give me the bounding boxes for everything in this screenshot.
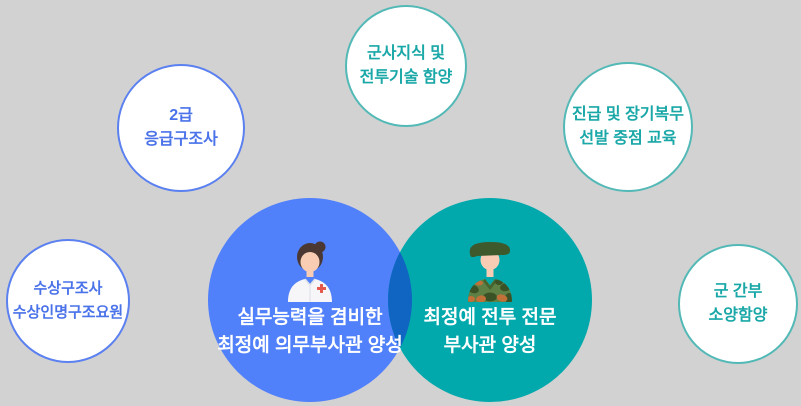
satellite-officer-culture: 군 간부 소양함양	[678, 244, 798, 364]
satellite-emt-level2: 2급 응급구조사	[117, 64, 245, 192]
satellite-emt-level2-line-1: 2급	[169, 107, 193, 124]
satellite-water-rescue-line-1: 수상구조사	[33, 280, 103, 297]
medical-label-line-1: 실무능력을 겸비한	[237, 307, 383, 328]
combat-label-line-2: 부사관 양성	[443, 335, 537, 356]
nurse-icon	[283, 240, 337, 307]
combat-circle-label: 최정예 전투 전문 부사관 양성	[360, 304, 620, 360]
satellite-officer-culture-line-1: 군 간부	[713, 283, 763, 300]
satellite-water-rescue: 수상구조사 수상인명구조요원	[6, 239, 130, 363]
satellite-promotion-line-2: 선발 중점 교육	[579, 130, 677, 147]
satellite-military-knowledge: 군사지식 및 전투기술 함양	[345, 5, 467, 127]
medical-label-line-2: 최정예 의무부사관 양성	[217, 335, 403, 356]
satellite-military-knowledge-line-2: 전투기술 함양	[359, 69, 453, 86]
satellite-officer-culture-line-2: 소양함양	[708, 307, 768, 324]
combat-label-line-1: 최정예 전투 전문	[423, 307, 557, 328]
satellite-water-rescue-line-2: 수상인명구조요원	[12, 304, 124, 321]
medical-circle-label: 실무능력을 겸비한 최정예 의무부사관 양성	[180, 304, 440, 360]
soldier-icon	[459, 239, 521, 307]
satellite-emt-level2-line-2: 응급구조사	[144, 131, 218, 148]
satellite-military-knowledge-line-1: 군사지식 및	[366, 45, 446, 62]
satellite-promotion: 진급 및 장기복무 선발 중점 교육	[563, 62, 693, 192]
satellite-promotion-line-1: 진급 및 장기복무	[572, 106, 684, 123]
